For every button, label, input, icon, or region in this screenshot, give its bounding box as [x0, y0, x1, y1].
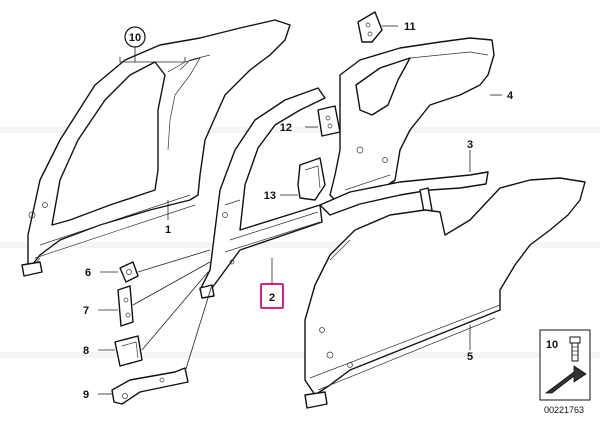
part-4-quarter-panel[interactable]: 4	[329, 37, 514, 206]
arrow-icon	[544, 365, 587, 394]
callout-1-label: 1	[165, 224, 171, 236]
part-12-bracket[interactable]: 12	[280, 105, 341, 137]
callout-12-label: 12	[280, 122, 292, 134]
part-7-bracket[interactable]: 7	[83, 261, 211, 327]
callout-2-highlight[interactable]: 2	[260, 258, 284, 309]
legend-item-number: 10	[546, 339, 558, 351]
part-13-bracket[interactable]: 13	[264, 157, 326, 202]
callout-7-label: 7	[83, 305, 89, 317]
callout-1[interactable]: 1	[165, 200, 171, 236]
callout-10[interactable]: 10	[119, 26, 186, 63]
legend-box: 10	[539, 329, 591, 401]
callout-11-label: 11	[404, 21, 416, 33]
bolt-icon	[569, 336, 581, 362]
callout-8-label: 8	[83, 345, 89, 357]
part-6-clip[interactable]: 6	[85, 249, 211, 283]
callout-6-label: 6	[85, 267, 91, 279]
part-11-bracket[interactable]: 11	[357, 11, 416, 43]
callout-2-label: 2	[269, 292, 275, 304]
callout-9-label: 9	[83, 389, 89, 401]
callout-5-label: 5	[467, 351, 473, 363]
part-1-side-frame[interactable]	[21, 19, 291, 277]
part-9-bracket[interactable]: 9	[83, 284, 213, 405]
callout-4-label: 4	[507, 90, 514, 102]
part-3-roof-rail[interactable]: 3	[319, 139, 489, 216]
part-5-side-frame[interactable]: 5	[304, 177, 586, 409]
part-2-pillar-sill[interactable]	[199, 87, 326, 299]
diagram-id: 00221763	[544, 405, 584, 415]
callout-13-label: 13	[264, 190, 276, 202]
callout-10-label: 10	[129, 32, 141, 44]
callout-3-label: 3	[467, 139, 473, 151]
part-8-bracket[interactable]: 8	[83, 271, 209, 367]
